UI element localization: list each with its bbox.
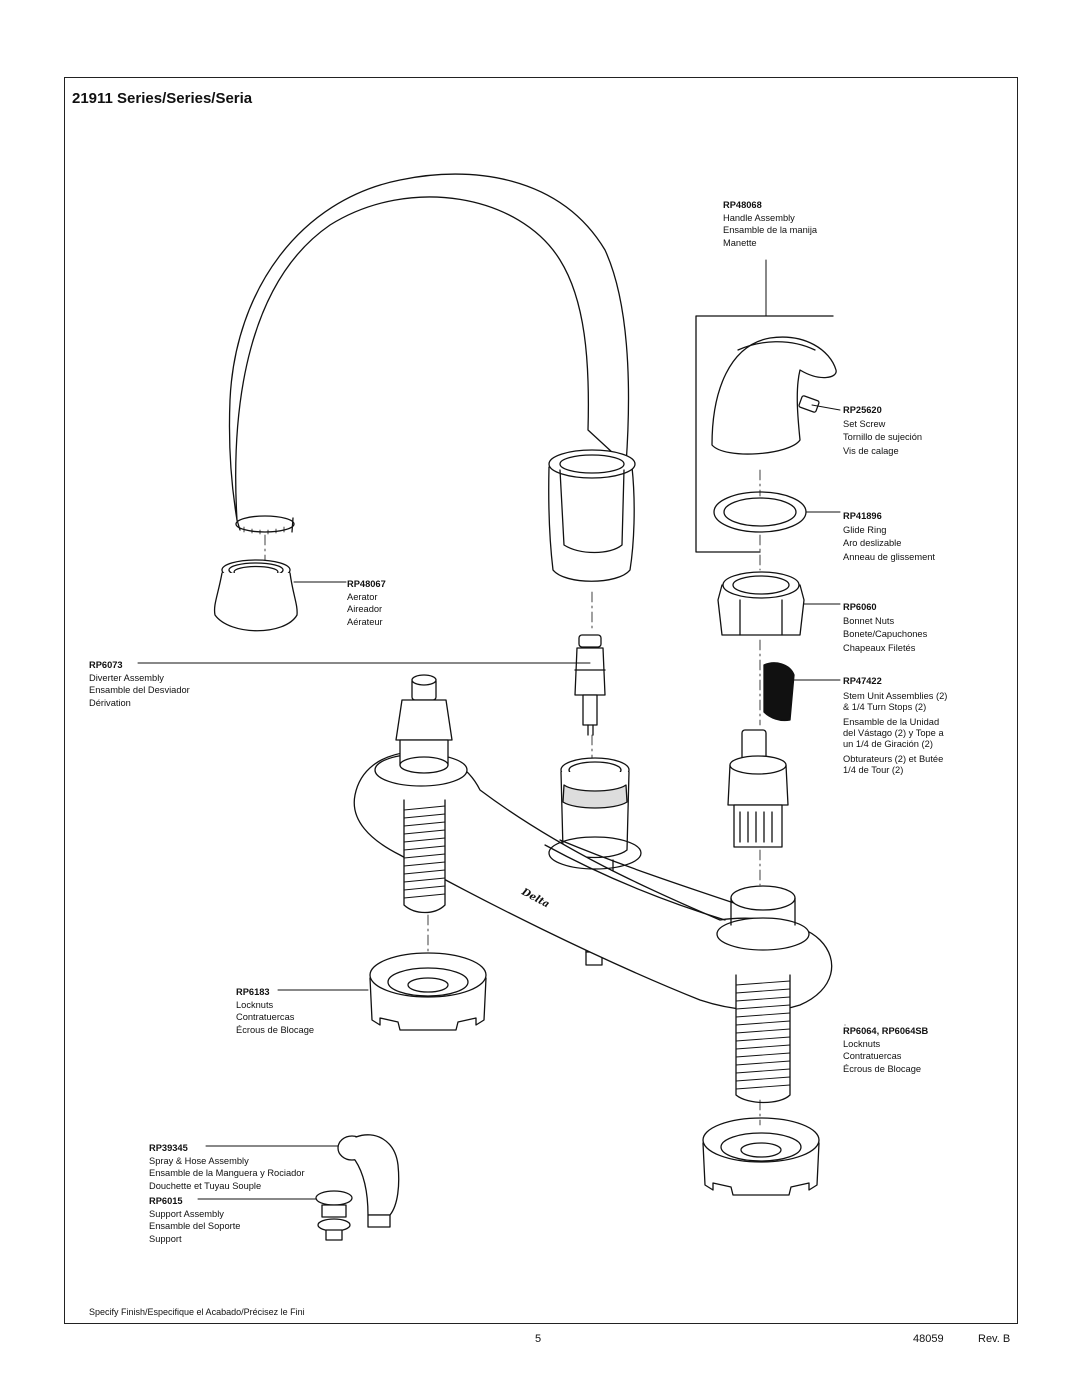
document-number: 48059 [913,1333,944,1345]
page-number: 5 [535,1333,542,1345]
part-label-rp48067: RP48067 Aerator Aireador Aérateur [347,579,386,627]
handle [711,336,837,455]
diverter [574,634,606,736]
right-locknut [702,1117,820,1196]
left-locknut [369,952,487,1031]
page-title: 21911 Series/Series/Seria [72,90,253,107]
bonnet-nut [717,571,805,636]
part-label-rp6073: RP6073 Diverter Assembly Ensamble del De… [89,660,190,708]
aerator [213,559,298,632]
right-valve-body [730,885,796,1104]
stem-unit [727,729,789,848]
part-label-rp25620: RP25620 Set Screw Tornillo de sujeción V… [843,405,923,456]
spout [228,173,636,582]
page-border [64,77,1018,1324]
part-label-rp6064: RP6064, RP6064SB Locknuts Contratuercas … [843,1026,929,1074]
base-plate [353,751,833,1012]
specify-finish-note: Specify Finish/Especifique el Acabado/Pr… [89,1307,305,1317]
part-label-rp41896: RP41896 Glide Ring Aro deslizable Anneau… [843,511,935,562]
set-screw [798,395,820,413]
part-label-rp6183: RP6183 Locknuts Contratuercas Écrous de … [236,987,315,1035]
spray-head [337,1134,400,1228]
part-label-rp39345: RP39345 Spray & Hose Assembly Ensamble d… [149,1143,305,1191]
support-assembly [315,1190,353,1241]
left-valve-stem [395,674,453,914]
turn-stop [763,662,795,722]
part-label-rp6015: RP6015 Support Assembly Ensamble del Sop… [149,1196,241,1244]
part-label-rp47422: RP47422 Stem Unit Assemblies (2) & 1/4 T… [843,676,948,775]
part-label-rp48068: RP48068 Handle Assembly Ensamble de la m… [723,200,818,248]
revision-label: Rev. B [978,1333,1011,1345]
part-label-rp6060: RP6060 Bonnet Nuts Bonete/Capuchones Cha… [843,602,928,653]
glide-ring [713,491,807,533]
